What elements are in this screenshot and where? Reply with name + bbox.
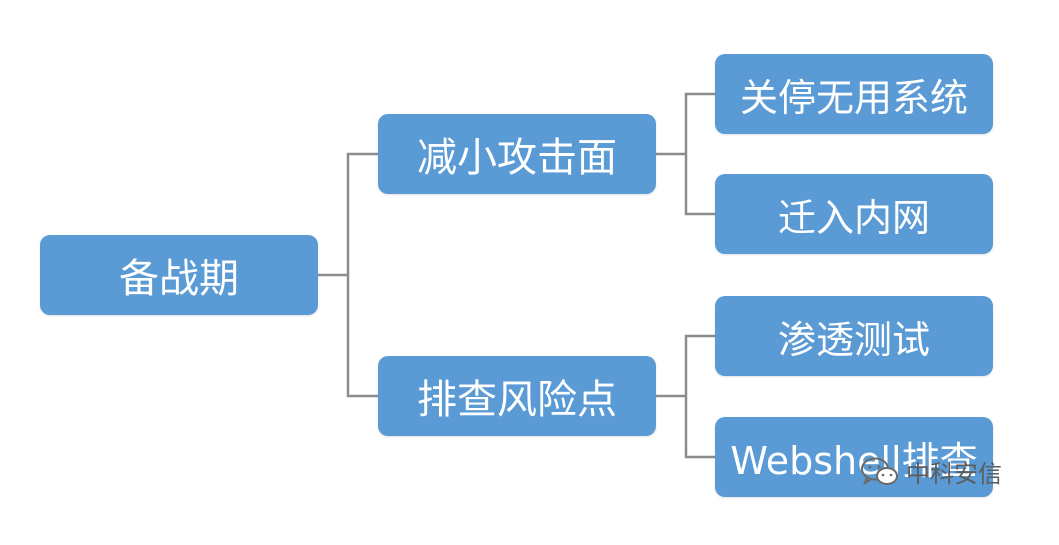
- leaf-node-label: 渗透测试: [777, 317, 930, 362]
- leaf-node-label: Webshell排查: [730, 438, 978, 483]
- branch-node-reduce-attack-surface: 减小攻击面: [378, 114, 656, 194]
- branch-node-label: 减小攻击面: [417, 135, 617, 181]
- connector-branch1-bracket: [684, 92, 715, 216]
- root-node-label: 备战期: [119, 256, 239, 302]
- leaf-node-webshell-check: Webshell排查: [715, 417, 993, 497]
- leaf-node-penetration-test: 渗透测试: [715, 296, 993, 376]
- watermark: 中科安信: [860, 454, 1002, 489]
- leaf-node-label: 迁入内网: [777, 195, 930, 240]
- root-node: 备战期: [40, 235, 318, 315]
- leaf-node-shutdown-unused-systems: 关停无用系统: [715, 54, 993, 134]
- branch-node-check-risk-points: 排查风险点: [378, 356, 656, 436]
- branch-node-label: 排查风险点: [417, 377, 617, 423]
- leaf-node-move-to-intranet: 迁入内网: [715, 174, 993, 254]
- wechat-icon: [861, 457, 898, 485]
- leaf-node-label: 关停无用系统: [739, 75, 968, 120]
- connector-branch2-bracket: [684, 334, 715, 459]
- watermark-text: 中科安信: [906, 460, 1002, 488]
- connector-root-bracket: [346, 152, 378, 398]
